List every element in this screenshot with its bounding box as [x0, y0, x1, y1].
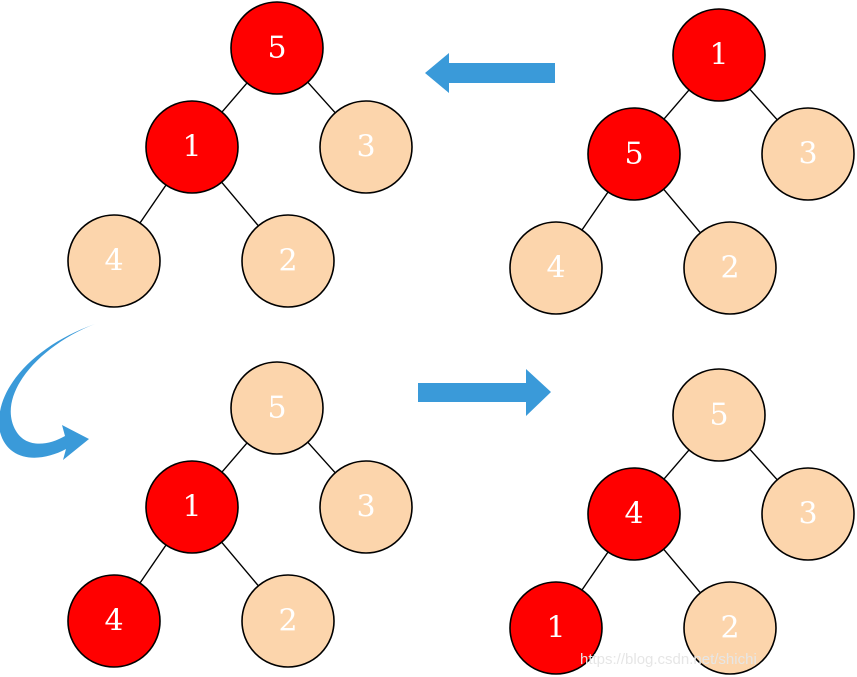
tree-node: 1	[145, 100, 239, 194]
tree-edge	[221, 181, 259, 227]
tree-node: 4	[509, 221, 603, 315]
node-circle	[509, 581, 603, 675]
tree-bottom-right: 5 4 3 1 2	[509, 368, 855, 675]
tree-edge	[221, 442, 248, 473]
tree-node: 2	[683, 581, 777, 675]
node-label: 5	[267, 391, 286, 426]
node-circle	[230, 361, 324, 455]
node-label: 2	[720, 251, 739, 286]
tree-node: 5	[672, 368, 766, 462]
node-label: 4	[624, 497, 643, 532]
tree-node: 4	[67, 574, 161, 668]
tree-node: 2	[683, 221, 777, 315]
node-label: 2	[278, 604, 297, 639]
watermark: https://blog.csdn.net/shichi	[580, 651, 757, 668]
tree-node: 3	[319, 100, 413, 194]
tree-node: 3	[761, 107, 855, 201]
tree-edge	[663, 89, 690, 120]
node-label: 4	[104, 244, 123, 279]
tree-edge	[663, 449, 690, 480]
node-label: 5	[267, 31, 286, 66]
tree-node: 3	[319, 460, 413, 554]
node-circle	[241, 214, 335, 308]
curved-arrow-icon	[0, 324, 95, 460]
node-circle	[509, 221, 603, 315]
node-label: 3	[798, 497, 817, 532]
tree-top-right: 1 5 3 4 2	[509, 8, 855, 315]
node-circle	[672, 368, 766, 462]
right-arrow-icon	[418, 369, 551, 416]
tree-node: 2	[241, 214, 335, 308]
tree-edge	[307, 81, 336, 114]
tree-edge	[139, 544, 167, 584]
node-circle	[683, 581, 777, 675]
node-circle	[683, 221, 777, 315]
tree-node: 1	[509, 581, 603, 675]
tree-node: 1	[145, 460, 239, 554]
node-label: 2	[278, 244, 297, 279]
tree-edge	[581, 551, 609, 591]
node-label: 3	[356, 490, 375, 525]
tree-edge	[221, 541, 259, 587]
node-label: 1	[546, 611, 565, 646]
node-circle	[761, 107, 855, 201]
node-label: 5	[709, 398, 728, 433]
node-label: 4	[104, 604, 123, 639]
node-circle	[67, 574, 161, 668]
node-circle	[319, 100, 413, 194]
node-label: 1	[709, 38, 728, 73]
node-label: 4	[546, 251, 565, 286]
tree-node: 4	[587, 467, 681, 561]
tree-edge	[581, 191, 609, 231]
tree-node: 5	[230, 1, 324, 95]
left-arrow-icon	[425, 53, 555, 93]
tree-bottom-left: 5 1 3 4 2	[67, 361, 413, 668]
node-circle	[67, 214, 161, 308]
node-circle	[145, 460, 239, 554]
node-label: 1	[182, 130, 201, 165]
tree-node: 5	[230, 361, 324, 455]
node-circle	[145, 100, 239, 194]
node-circle	[761, 467, 855, 561]
tree-top-left: 5 1 3 4 2	[67, 1, 413, 308]
node-label: 5	[624, 137, 643, 172]
tree-edge	[663, 548, 701, 594]
tree-node: 2	[241, 574, 335, 668]
tree-edge	[663, 188, 701, 234]
node-circle	[672, 8, 766, 102]
node-label: 2	[720, 611, 739, 646]
tree-edge	[749, 448, 778, 481]
node-circle	[241, 574, 335, 668]
tree-node: 1	[672, 8, 766, 102]
node-circle	[230, 1, 324, 95]
tree-edge	[749, 88, 778, 121]
tree-node: 5	[587, 107, 681, 201]
node-label: 3	[798, 137, 817, 172]
node-circle	[319, 460, 413, 554]
tree-edge	[221, 82, 248, 113]
node-label: 3	[356, 130, 375, 165]
node-circle	[587, 467, 681, 561]
tree-edge	[307, 441, 336, 474]
tree-edge	[139, 184, 167, 224]
tree-node: 3	[761, 467, 855, 561]
node-label: 1	[182, 490, 201, 525]
node-circle	[587, 107, 681, 201]
tree-node: 4	[67, 214, 161, 308]
